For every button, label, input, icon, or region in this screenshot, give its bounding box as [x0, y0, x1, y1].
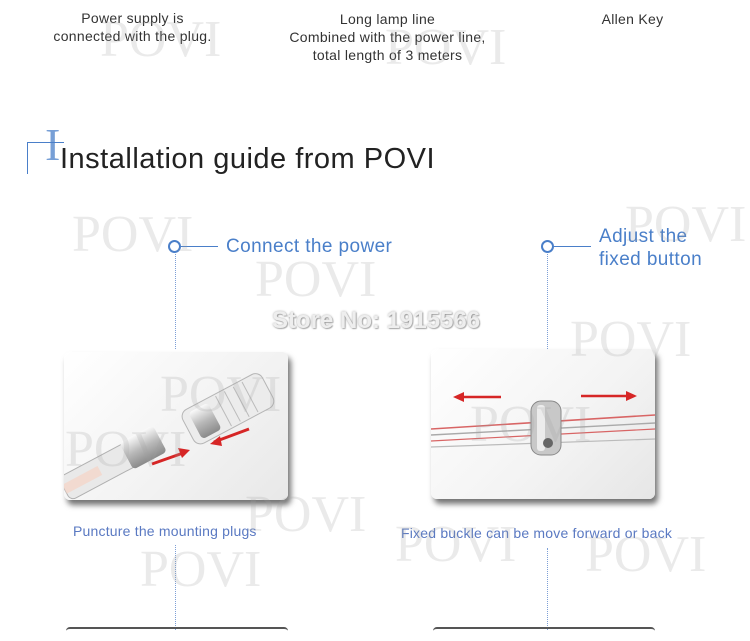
step-dots-left-top	[175, 254, 176, 349]
step-dots-right-bottom	[547, 548, 548, 630]
watermark-logo: POVI	[395, 516, 517, 573]
arrow-left-icon	[210, 427, 250, 446]
watermark-logo: POVI	[255, 251, 377, 308]
page-title: Installation guide from POVI	[60, 143, 436, 175]
arrow-right-icon	[581, 391, 637, 401]
photo-mounting-plug	[64, 352, 288, 500]
step-label-connect-power: Connect the power	[226, 236, 393, 257]
step-line-left	[181, 246, 218, 247]
caption-power-supply: Power supply is connected with the plug.	[53, 10, 212, 44]
step-label-adjust-button: Adjust the fixed button	[599, 226, 703, 270]
title-decoration	[27, 142, 64, 174]
step-dots-left-bottom	[175, 545, 176, 630]
arrow-right-icon	[151, 448, 190, 466]
step-line-right	[554, 246, 591, 247]
step-marker-left	[168, 240, 181, 253]
watermark-logo: POVI	[140, 541, 262, 598]
caption-mounting-plugs: Puncture the mounting plugs	[73, 523, 257, 539]
step-dots-right-top	[547, 254, 548, 349]
step-marker-right	[541, 240, 554, 253]
buckle-illustration	[431, 391, 655, 456]
title-glyph: I	[45, 119, 61, 170]
caption-lamp-line: Long lamp line Combined with the power l…	[289, 11, 486, 63]
caption-allen-key: Allen Key	[601, 11, 664, 27]
next-photo-left-edge	[66, 627, 288, 641]
arrow-left-icon	[453, 392, 501, 402]
next-photo-right-edge	[433, 627, 655, 641]
plug-illustration	[64, 373, 275, 500]
buckle-icon	[530, 400, 562, 456]
store-number-watermark: Store No: 1915566	[272, 307, 481, 334]
caption-fixed-buckle: Fixed buckle can be move forward or back	[401, 525, 673, 541]
photo-fixed-buckle	[431, 349, 655, 499]
